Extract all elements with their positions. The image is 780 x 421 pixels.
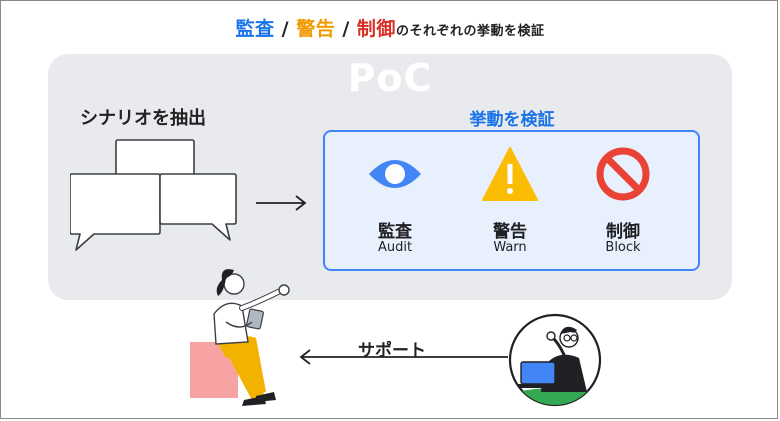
scenario-label: シナリオを抽出: [80, 108, 206, 129]
title-separator-2: /: [335, 18, 357, 40]
eye-icon: [369, 160, 421, 188]
verify-box: 監査 Audit 警告 Warn 制御 Block: [323, 130, 700, 271]
person-with-tablet-illustration: [190, 269, 290, 406]
mode-warn-en: Warn: [493, 240, 527, 255]
mode-block-jp: 制御: [606, 222, 640, 242]
mode-block-en: Block: [605, 240, 641, 255]
arrow-right-icon: [256, 195, 307, 211]
title-audit: 監査: [235, 18, 275, 40]
page-title: 監査 / 警告 / 制御のそれぞれの挙動を検証: [0, 14, 780, 41]
title-warn: 警告: [296, 18, 336, 40]
speech-bubbles-icon: [70, 139, 237, 251]
mode-audit-en: Audit: [377, 240, 413, 255]
title-block: 制御: [356, 18, 396, 40]
verify-label: 挙動を検証: [469, 110, 555, 130]
support-label: サポート: [358, 341, 426, 361]
support-person-with-laptop-illustration: [508, 313, 602, 407]
title-suffix: のそれぞれの挙動を検証: [395, 24, 545, 39]
poc-label: PoC: [347, 56, 433, 100]
title-separator-1: /: [274, 18, 297, 40]
arrow-left-icon: [299, 349, 508, 365]
prohibited-icon: [596, 147, 650, 201]
mode-warn-jp: 警告: [493, 222, 527, 242]
warning-icon: [482, 147, 538, 201]
mode-audit-jp: 監査: [378, 222, 412, 242]
